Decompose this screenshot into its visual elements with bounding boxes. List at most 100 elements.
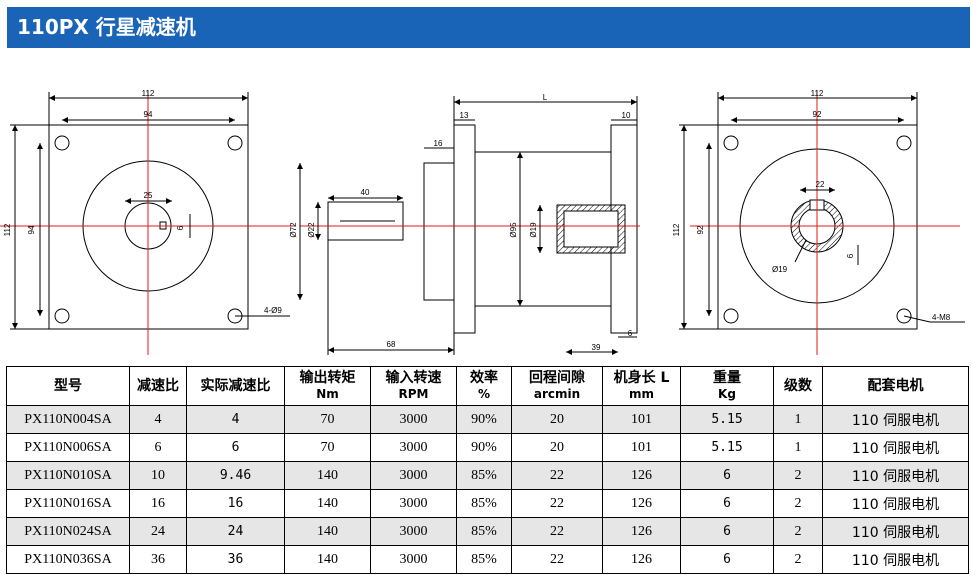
dim-label: 92 (813, 110, 822, 119)
table-cell: 140 (284, 517, 371, 546)
dim-label: 68 (387, 340, 396, 349)
table-cell: PX110N024SA (6, 517, 130, 546)
table-cell: 20 (511, 405, 603, 434)
table-cell: 110 伺服电机 (822, 433, 969, 462)
table-cell: 101 (602, 433, 681, 462)
table-cell: 24 (186, 517, 285, 546)
table-cell: 22 (511, 461, 603, 490)
table-cell: 1 (773, 433, 823, 462)
dim-label: 6 (846, 253, 855, 258)
table-cell: 110 伺服电机 (822, 545, 969, 574)
table-cell: 20 (511, 433, 603, 462)
table-cell: 2 (773, 545, 823, 574)
front-flange (453, 124, 476, 334)
table-cell: 90% (456, 405, 512, 434)
table-cell: PX110N004SA (6, 405, 130, 434)
table-cell: 2 (773, 489, 823, 518)
table-cell: 110 伺服电机 (822, 517, 969, 546)
dim-label: 22 (816, 180, 825, 189)
table-cell: 3000 (370, 489, 457, 518)
dim-label: 112 (811, 89, 824, 98)
column-header: 实际减速比 (186, 366, 285, 406)
table-cell: 6 (680, 517, 774, 546)
table-cell: 10 (129, 461, 187, 490)
mount-hole (54, 308, 70, 324)
dim-label: 4-Ø9 (264, 306, 282, 315)
table-cell: PX110N006SA (6, 433, 130, 462)
table-cell: 4 (129, 405, 187, 434)
dim-label: 39 (592, 343, 601, 352)
column-header: 级数 (773, 366, 823, 406)
dim-label: 4-M8 (932, 313, 951, 322)
dim-label: 25 (144, 191, 153, 200)
table-cell: 126 (602, 461, 681, 490)
column-header: 配套电机 (822, 366, 969, 406)
table-cell: PX110N016SA (6, 489, 130, 518)
dim-label: 10 (622, 111, 631, 120)
dim-label: 112 (3, 223, 12, 236)
table-cell: 4 (186, 405, 285, 434)
column-header: 效率% (456, 366, 512, 406)
table-cell: 16 (129, 489, 187, 518)
table-cell: 85% (456, 461, 512, 490)
dim-label: 112 (142, 89, 155, 98)
table-cell: PX110N010SA (6, 461, 130, 490)
technical-drawing: 112 94 25 6 112 94 4-Ø9 L 13 10 16 40 Ø7… (0, 89, 965, 355)
table-cell: 6 (680, 545, 774, 574)
table-cell: 6 (680, 489, 774, 518)
table-cell: 16 (186, 489, 285, 518)
table-cell: 126 (602, 545, 681, 574)
input-bore (563, 210, 619, 248)
table-cell: 85% (456, 489, 512, 518)
dim-label: 16 (434, 139, 443, 148)
dim-label: Ø19 (772, 265, 788, 274)
dim-label: 94 (144, 110, 153, 119)
table-cell: 22 (511, 517, 603, 546)
table-cell: 3000 (370, 545, 457, 574)
dim-label: 92 (696, 225, 705, 234)
table-cell: 22 (511, 545, 603, 574)
table-cell: 2 (773, 461, 823, 490)
table-cell: 110 伺服电机 (822, 405, 969, 434)
table-cell: 140 (284, 461, 371, 490)
table-cell: 2 (773, 517, 823, 546)
table-cell: 5.15 (680, 405, 774, 434)
side-view (297, 96, 640, 355)
table-cell: 3000 (370, 433, 457, 462)
table-cell: 70 (284, 433, 371, 462)
table-cell: 24 (129, 517, 187, 546)
table-cell: 85% (456, 517, 512, 546)
table-cell: 1 (773, 405, 823, 434)
table-cell: 110 伺服电机 (822, 489, 969, 518)
column-header: 减速比 (129, 366, 187, 406)
table-cell: 3000 (370, 405, 457, 434)
mount-hole (896, 135, 912, 151)
table-cell: 22 (511, 489, 603, 518)
dim-label: 6 (176, 225, 185, 230)
dim-label: 13 (460, 111, 469, 120)
table-cell: 140 (284, 489, 371, 518)
table-cell: 6 (680, 461, 774, 490)
table-cell: 101 (602, 405, 681, 434)
column-header: 型号 (6, 366, 130, 406)
table-cell: 126 (602, 517, 681, 546)
mount-hole (723, 135, 739, 151)
dim-label: Ø19 (529, 222, 538, 238)
table-cell: 85% (456, 545, 512, 574)
dim-label: 40 (361, 188, 370, 197)
dim-label: Ø22 (307, 222, 316, 238)
step-body (423, 162, 455, 301)
mount-hole (227, 135, 243, 151)
table-cell: 70 (284, 405, 371, 434)
table-cell: 3000 (370, 517, 457, 546)
